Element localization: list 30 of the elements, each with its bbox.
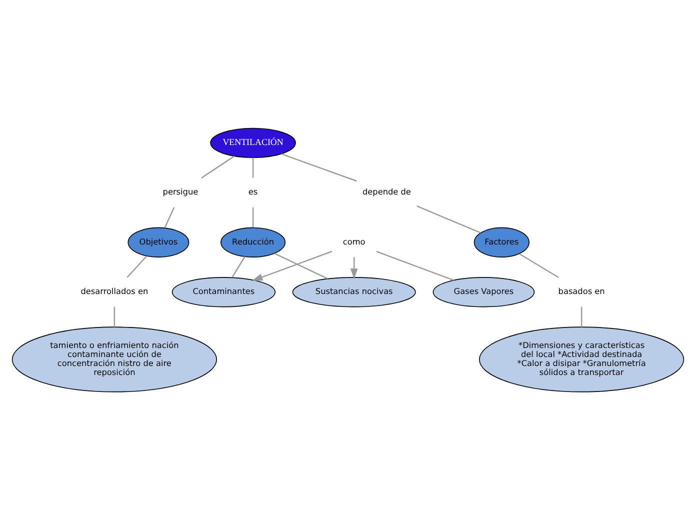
connector xyxy=(580,306,582,328)
node-text: depende de xyxy=(362,186,411,197)
node-text: desarrollados en xyxy=(80,286,148,296)
connector xyxy=(416,206,481,234)
node-text: es xyxy=(248,186,258,197)
connector xyxy=(232,256,246,278)
node-text: como xyxy=(342,236,366,246)
connector xyxy=(164,207,175,228)
node-ellipse: Contaminantes xyxy=(172,277,276,308)
connector xyxy=(281,153,357,182)
arrow xyxy=(350,257,358,280)
connector xyxy=(114,306,116,328)
connector xyxy=(274,252,328,280)
node-text: basados en xyxy=(558,286,605,296)
connector xyxy=(126,256,148,278)
node-ellipse: Gases Vapores xyxy=(432,277,535,308)
connector xyxy=(376,250,454,281)
connector xyxy=(519,253,559,278)
node-ellipse: *Dimensiones y características del local *Actividad destinada *Calor a disipar *Granulometría sólidos a transportar xyxy=(478,326,684,392)
node-ellipse: Objetivos xyxy=(128,227,190,258)
node-ellipse: Sustancias nocivas xyxy=(292,277,416,308)
connector xyxy=(252,158,254,178)
node-ellipse: tamiento o enfriamiento nación contaminante ución de concentración nistro de aire reposición xyxy=(12,326,218,392)
connector xyxy=(252,207,254,228)
node-ellipse: VENTILACIÓN xyxy=(210,128,296,158)
connector xyxy=(201,156,235,178)
node-ellipse: Factores xyxy=(474,227,530,258)
node-text: persigue xyxy=(162,186,198,197)
node-ellipse: Reducción xyxy=(220,227,286,258)
arrow xyxy=(252,250,332,281)
